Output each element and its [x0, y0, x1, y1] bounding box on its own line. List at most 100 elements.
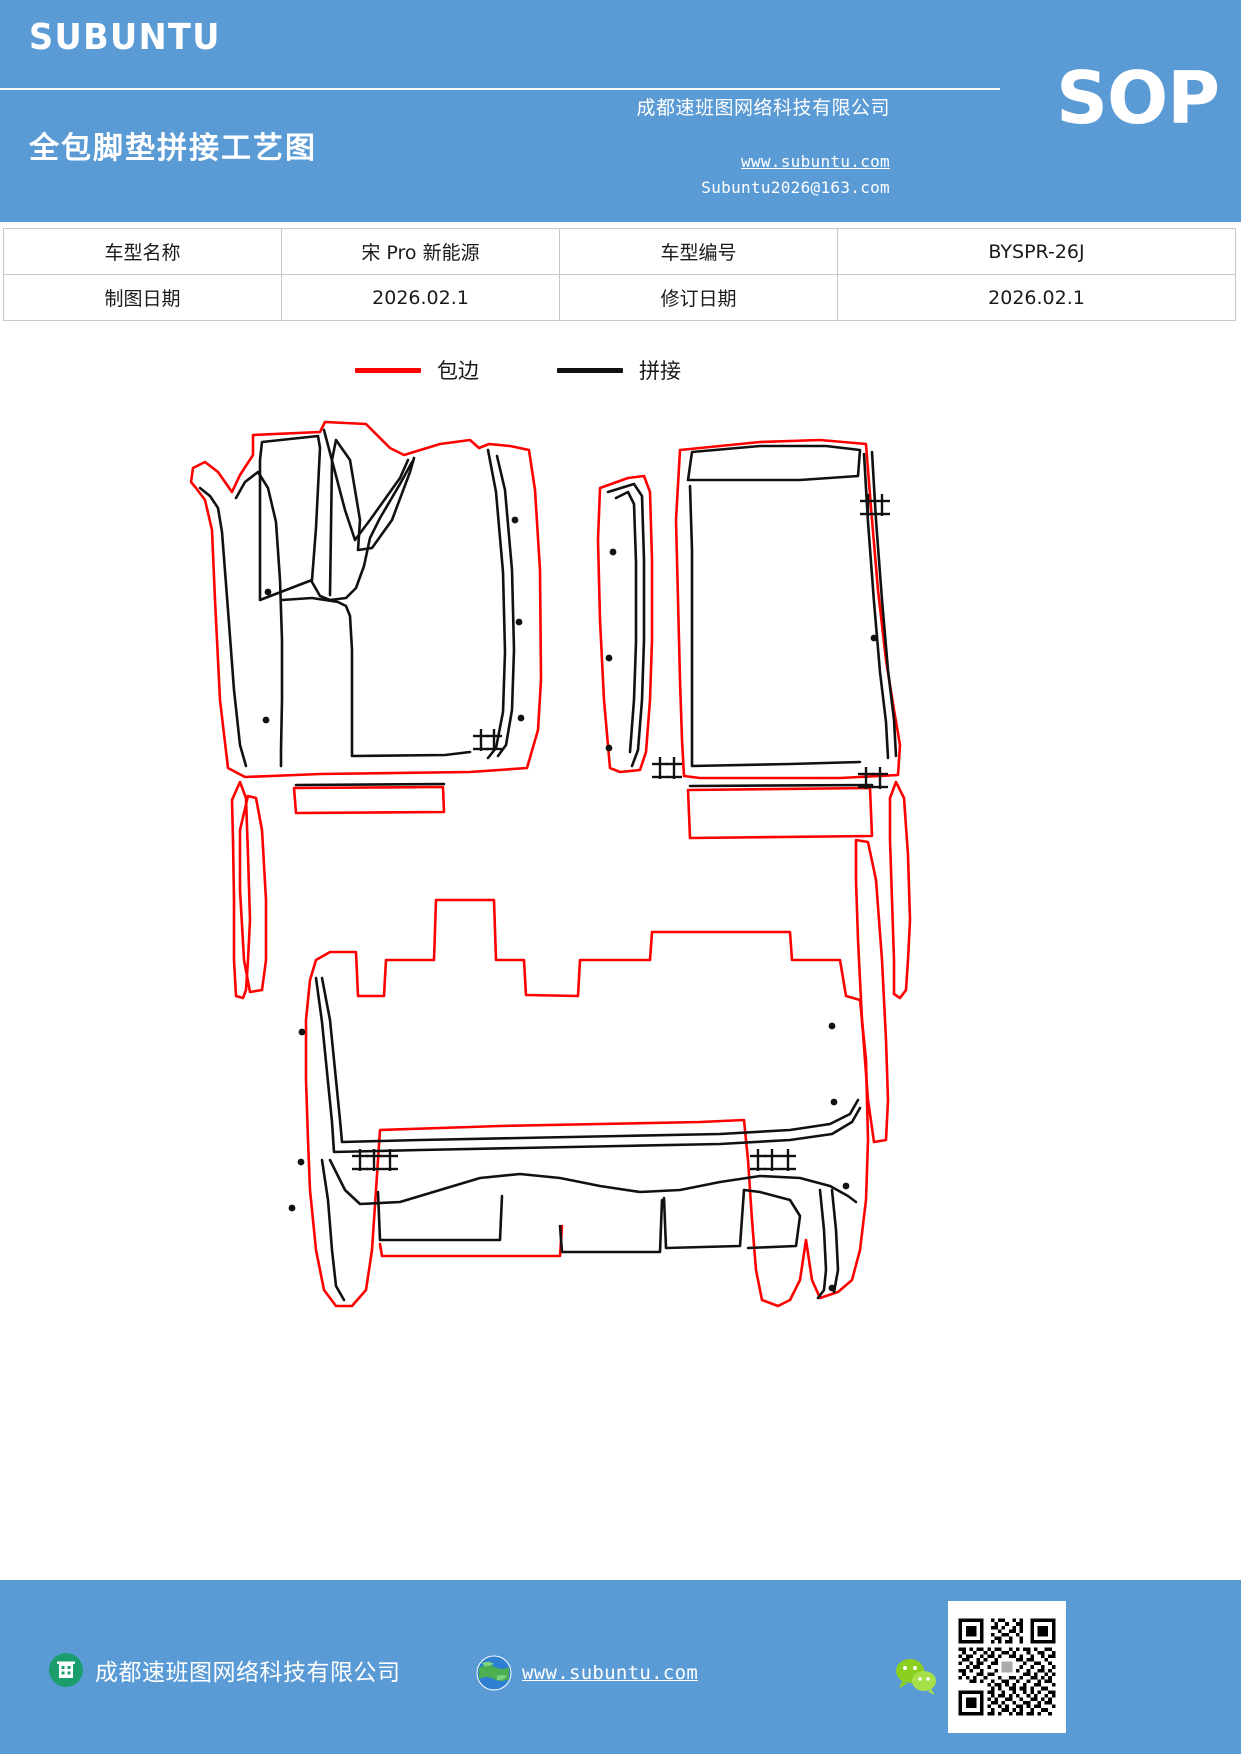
drawing-legend: 包边 拼接: [0, 355, 1241, 400]
legend-item-binding: 包边: [355, 355, 479, 385]
front-left-binding-outline: [189, 420, 543, 779]
front-left-toe-seam-a: [322, 428, 410, 542]
alignment-dot: [262, 716, 270, 724]
alignment-dot: [605, 744, 613, 752]
front-left-toe-seam-b: [328, 438, 416, 597]
revision-date-label: 修订日期: [559, 274, 838, 321]
rear-mat-left-tongue-seam: [320, 1158, 346, 1302]
front-right-binding-outline: [674, 438, 902, 780]
rear-mat-upper-seam: [320, 976, 860, 1144]
front-left-right-edge-seam: [495, 454, 516, 758]
document-footer: 成都速班图网络科技有限公司 www.subuntu.com: [0, 1580, 1241, 1754]
rear-mat-second-seam: [314, 976, 862, 1154]
stop-marker-icon: [778, 1147, 798, 1173]
draw-date-label: 制图日期: [3, 274, 282, 321]
front-right-tongue-binding: [888, 780, 912, 1000]
legend-swatch-black-icon: [557, 367, 623, 373]
rear-mat-center-panel-seam: [376, 1190, 504, 1242]
alignment-dot: [264, 588, 272, 596]
globe-icon: [476, 1655, 512, 1691]
document-type-badge: SOP: [1056, 56, 1220, 140]
left-sill-binding-outline: [238, 794, 268, 994]
vehicle-info-table: 车型名称 宋 Pro 新能源 车型编号 BYSPR-26J 制图日期 2026.…: [3, 228, 1236, 321]
alignment-dot: [830, 1098, 838, 1106]
stop-marker-icon: [650, 755, 670, 781]
footer-website-block[interactable]: www.subuntu.com: [475, 1654, 698, 1692]
front-left-center-seam: [234, 470, 284, 768]
stop-marker-icon: [870, 765, 890, 791]
left-sill-strip-piece: [238, 794, 268, 994]
front-right-top-panel-seam: [686, 444, 862, 482]
legend-label-binding: 包边: [437, 359, 479, 383]
alignment-dot: [842, 1182, 850, 1190]
alignment-dot: [828, 1284, 836, 1292]
front-left-tongue-binding: [230, 780, 252, 1000]
right-sill-strip-piece: [854, 838, 890, 1144]
front-right-left-panel-inner-seam: [614, 490, 638, 754]
stop-marker-icon: [380, 1147, 400, 1173]
front-right-lower-strip-binding: [686, 786, 874, 840]
front-right-mat-piece: [596, 438, 912, 1000]
company-badge-icon: [49, 1653, 83, 1687]
alignment-dot: [517, 714, 525, 722]
rear-mat-right-edge-seam: [742, 1188, 802, 1250]
alignment-dot: [609, 548, 617, 556]
model-name-label: 车型名称: [3, 228, 282, 275]
alignment-dot: [828, 1022, 836, 1030]
table-row: 制图日期 2026.02.1 修订日期 2026.02.1: [3, 274, 1236, 321]
front-left-lower-strip-binding: [292, 785, 446, 815]
front-left-mat-piece: [189, 420, 543, 1000]
alignment-dot: [298, 1028, 306, 1036]
alignment-dot: [870, 634, 878, 642]
rear-mat-binding-outline: [304, 898, 870, 1308]
header-email[interactable]: Subuntu2026@163.com: [701, 178, 890, 197]
alignment-dot: [511, 516, 519, 524]
table-row: 车型名称 宋 Pro 新能源 车型编号 BYSPR-26J: [3, 228, 1236, 275]
front-left-outer-seam: [198, 486, 248, 768]
footer-company-block: 成都速班图网络科技有限公司: [48, 1652, 401, 1688]
floor-mat-pattern-drawing: [189, 420, 912, 1308]
brand-logo: SUBUNTU: [29, 17, 221, 58]
page-title: 全包脚垫拼接工艺图: [29, 131, 317, 166]
front-right-left-panel-binding: [596, 474, 654, 774]
rear-mat-right-panel-seam-2: [662, 1188, 746, 1250]
alignment-dot: [605, 654, 613, 662]
front-left-right-inner-seam: [486, 448, 507, 760]
wechat-icon: [896, 1659, 936, 1695]
wechat-icon-block[interactable]: [893, 1656, 939, 1701]
legend-item-seam: 拼接: [557, 355, 681, 385]
draw-date-value: 2026.02.1: [281, 274, 560, 321]
alignment-dot: [297, 1158, 305, 1166]
footer-website-link[interactable]: www.subuntu.com: [522, 1662, 699, 1684]
front-left-arch-seam: [310, 460, 414, 602]
rear-mat-right-tongue-seam: [816, 1188, 828, 1300]
qr-code-image: [955, 1615, 1059, 1719]
front-right-strip-seam: [688, 783, 874, 788]
model-code-label: 车型编号: [559, 228, 838, 275]
alignment-dot: [288, 1204, 296, 1212]
front-left-strip-seam: [294, 782, 446, 787]
front-right-left-panel-seam: [606, 482, 646, 768]
footer-company-name: 成都速班图网络科技有限公司: [95, 1660, 401, 1686]
stop-marker-icon: [664, 755, 684, 781]
legend-swatch-red-icon: [355, 367, 421, 373]
right-sill-binding-outline: [854, 838, 890, 1144]
technical-drawing-canvas: [0, 400, 1241, 1410]
qr-code[interactable]: [948, 1601, 1066, 1733]
header-website-link[interactable]: www.subuntu.com: [741, 152, 890, 171]
document-header: SUBUNTU SOP 全包脚垫拼接工艺图 成都速班图网络科技有限公司 www.…: [0, 0, 1241, 222]
stop-marker-icon: [471, 727, 491, 753]
model-name-value: 宋 Pro 新能源: [281, 228, 560, 275]
legend-label-seam: 拼接: [639, 359, 681, 383]
header-company-name: 成都速班图网络科技有限公司: [636, 97, 890, 119]
rear-mat-lower-contour-seam: [328, 1158, 858, 1206]
rear-mat-right-panel-seam: [558, 1198, 664, 1254]
rear-floor-mat-piece: [288, 898, 870, 1308]
model-code-value: BYSPR-26J: [837, 228, 1236, 275]
front-right-body-seam: [688, 484, 862, 768]
revision-date-value: 2026.02.1: [837, 274, 1236, 321]
header-divider: [0, 88, 1000, 90]
stop-marker-icon: [762, 1147, 782, 1173]
front-left-lower-hem-seam: [280, 596, 472, 758]
